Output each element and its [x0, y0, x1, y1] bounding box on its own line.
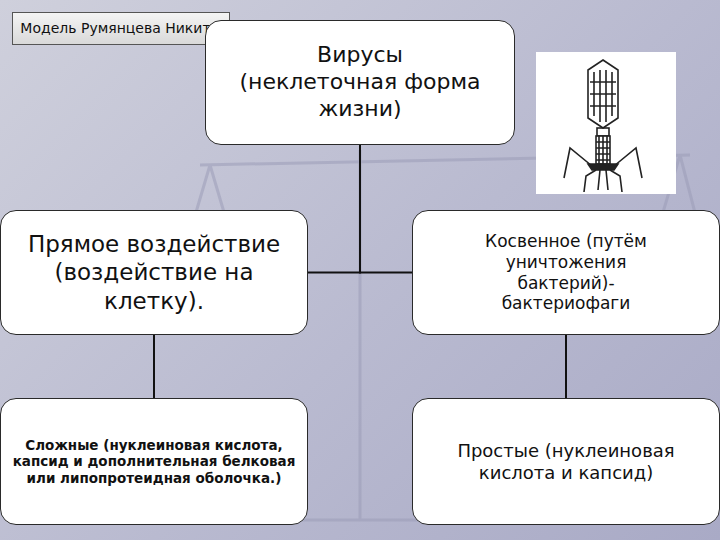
- bacteriophage-illustration: [536, 52, 676, 194]
- node-text: Косвенное (путём уничтожения бактерий)- …: [466, 231, 666, 314]
- node-text: Простые (нуклеиновая кислота и капсид): [451, 440, 681, 484]
- connector-line: [153, 335, 155, 398]
- root-box: Вирусы (неклеточная форма жизни): [205, 20, 515, 145]
- node-text: Модель Румянцева Никиты: [20, 20, 221, 37]
- node-text: Сложные (нуклеиновая кислота, капсид и д…: [11, 437, 297, 486]
- connector-line: [360, 145, 412, 273]
- author-tag: Модель Румянцева Никиты: [12, 12, 230, 45]
- process-box: Простые (нуклеиновая кислота и капсид): [412, 398, 720, 525]
- process-box: Сложные (нуклеиновая кислота, капсид и д…: [0, 398, 308, 525]
- node-text: Прямое воздействие (воздействие на клетк…: [19, 230, 289, 314]
- process-box: Косвенное (путём уничтожения бактерий)- …: [412, 210, 720, 335]
- node-text: Вирусы (неклеточная форма жизни): [235, 42, 485, 122]
- connector-line: [308, 145, 360, 273]
- process-box: Прямое воздействие (воздействие на клетк…: [0, 210, 308, 335]
- connector-line: [565, 335, 567, 398]
